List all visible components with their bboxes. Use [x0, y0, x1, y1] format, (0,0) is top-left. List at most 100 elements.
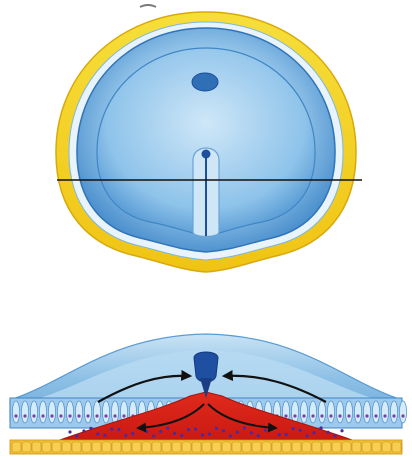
cell-nucleus — [401, 414, 404, 417]
epiblast-cell — [30, 401, 37, 423]
cell-nucleus — [392, 414, 395, 417]
mesoderm-cell — [243, 426, 246, 429]
endoderm-cell — [362, 442, 371, 452]
endoderm-cell — [242, 442, 251, 452]
mesoderm-cell — [333, 434, 336, 437]
epiblast-cell — [21, 401, 28, 423]
endoderm-cell — [172, 442, 181, 452]
endoderm-cell — [112, 442, 121, 452]
mesoderm-cell — [166, 427, 169, 430]
epiblast-cell — [48, 401, 55, 423]
top-mark — [140, 5, 156, 7]
mesoderm-cell — [180, 434, 183, 437]
cell-nucleus — [338, 414, 341, 417]
cross-section-panel — [10, 334, 407, 454]
epiblast-cell — [336, 401, 343, 423]
cell-nucleus — [302, 414, 305, 417]
mesoderm-cell — [292, 427, 295, 430]
mesoderm-cell — [173, 432, 176, 435]
cell-nucleus — [77, 414, 80, 417]
epiblast-cell — [84, 401, 91, 423]
mesoderm-cell — [194, 427, 197, 430]
endoderm-cell — [32, 442, 41, 452]
epiblast-cell — [75, 401, 82, 423]
mesoderm-cell — [89, 427, 92, 430]
epiblast-cell — [66, 401, 73, 423]
cell-nucleus — [32, 414, 35, 417]
endoderm-cell — [72, 442, 81, 452]
cell-nucleus — [59, 414, 62, 417]
cell-nucleus — [86, 414, 89, 417]
mesoderm-cell — [250, 431, 253, 434]
mesoderm-cell — [96, 432, 99, 435]
mesoderm-cell — [131, 432, 134, 435]
cell-nucleus — [311, 414, 314, 417]
epiblast-cell — [345, 401, 352, 423]
cell-nucleus — [122, 414, 125, 417]
primitive-pit — [194, 352, 218, 382]
mesoderm-cell — [208, 433, 211, 436]
epiblast-cell — [327, 401, 334, 423]
mesoderm-cell — [82, 429, 85, 432]
mesoderm-cell — [152, 434, 155, 437]
epiblast-cell — [300, 401, 307, 423]
mesoderm-cell — [306, 434, 309, 437]
mesoderm-cell — [103, 434, 106, 437]
epiblast-cell — [399, 401, 406, 423]
endoderm-cell — [182, 442, 191, 452]
mesoderm-cell — [222, 429, 225, 432]
endoderm-cell — [342, 442, 351, 452]
epiblast-cell — [102, 401, 109, 423]
epiblast-cell — [57, 401, 64, 423]
epiblast-cell — [291, 401, 298, 423]
mesoderm-cell — [201, 433, 204, 436]
endoderm-cell — [382, 442, 391, 452]
endoderm-cell — [52, 442, 61, 452]
endoderm-cell — [162, 442, 171, 452]
mesoderm-cell — [110, 428, 113, 431]
cell-nucleus — [284, 414, 287, 417]
prechordal-plate — [192, 73, 218, 91]
mesoderm-cell — [319, 426, 322, 429]
cell-nucleus — [14, 414, 17, 417]
cell-nucleus — [383, 414, 386, 417]
mesoderm-cell — [285, 433, 288, 436]
epiblast-cell — [309, 401, 316, 423]
endoderm-cell — [12, 442, 21, 452]
primitive-node — [202, 150, 211, 159]
mesoderm-cell — [124, 434, 127, 437]
cell-nucleus — [347, 414, 350, 417]
mesoderm-cell — [257, 434, 260, 437]
endoderm-cell — [262, 442, 271, 452]
cell-nucleus — [356, 414, 359, 417]
mesoderm-cell — [326, 431, 329, 434]
mesoderm-cell — [159, 430, 162, 433]
cell-nucleus — [365, 414, 368, 417]
mesoderm-cell — [340, 429, 343, 432]
cell-nucleus — [329, 414, 332, 417]
endoderm-cell — [202, 442, 211, 452]
endoderm-cell — [392, 442, 401, 452]
mesoderm-cell — [187, 428, 190, 431]
cell-nucleus — [68, 414, 71, 417]
epiblast-cell — [381, 401, 388, 423]
endoderm-cell — [232, 442, 241, 452]
endoderm-cell — [222, 442, 231, 452]
epiblast-cell — [93, 401, 100, 423]
epiblast-cell — [318, 401, 325, 423]
endoderm-cell — [372, 442, 381, 452]
mesoderm-cell — [229, 434, 232, 437]
mesoderm-cell — [313, 431, 316, 434]
endoderm-cell — [22, 442, 31, 452]
epiblast-cell — [111, 401, 118, 423]
cell-nucleus — [95, 414, 98, 417]
endoderm-cell — [122, 442, 131, 452]
mesoderm-cell — [75, 434, 78, 437]
mesoderm-cell — [299, 429, 302, 432]
endoderm-cell — [312, 442, 321, 452]
endoderm-cell — [272, 442, 281, 452]
epiblast-cell — [39, 401, 46, 423]
mesoderm-cell — [68, 430, 71, 433]
mesoderm-cell — [278, 433, 281, 436]
